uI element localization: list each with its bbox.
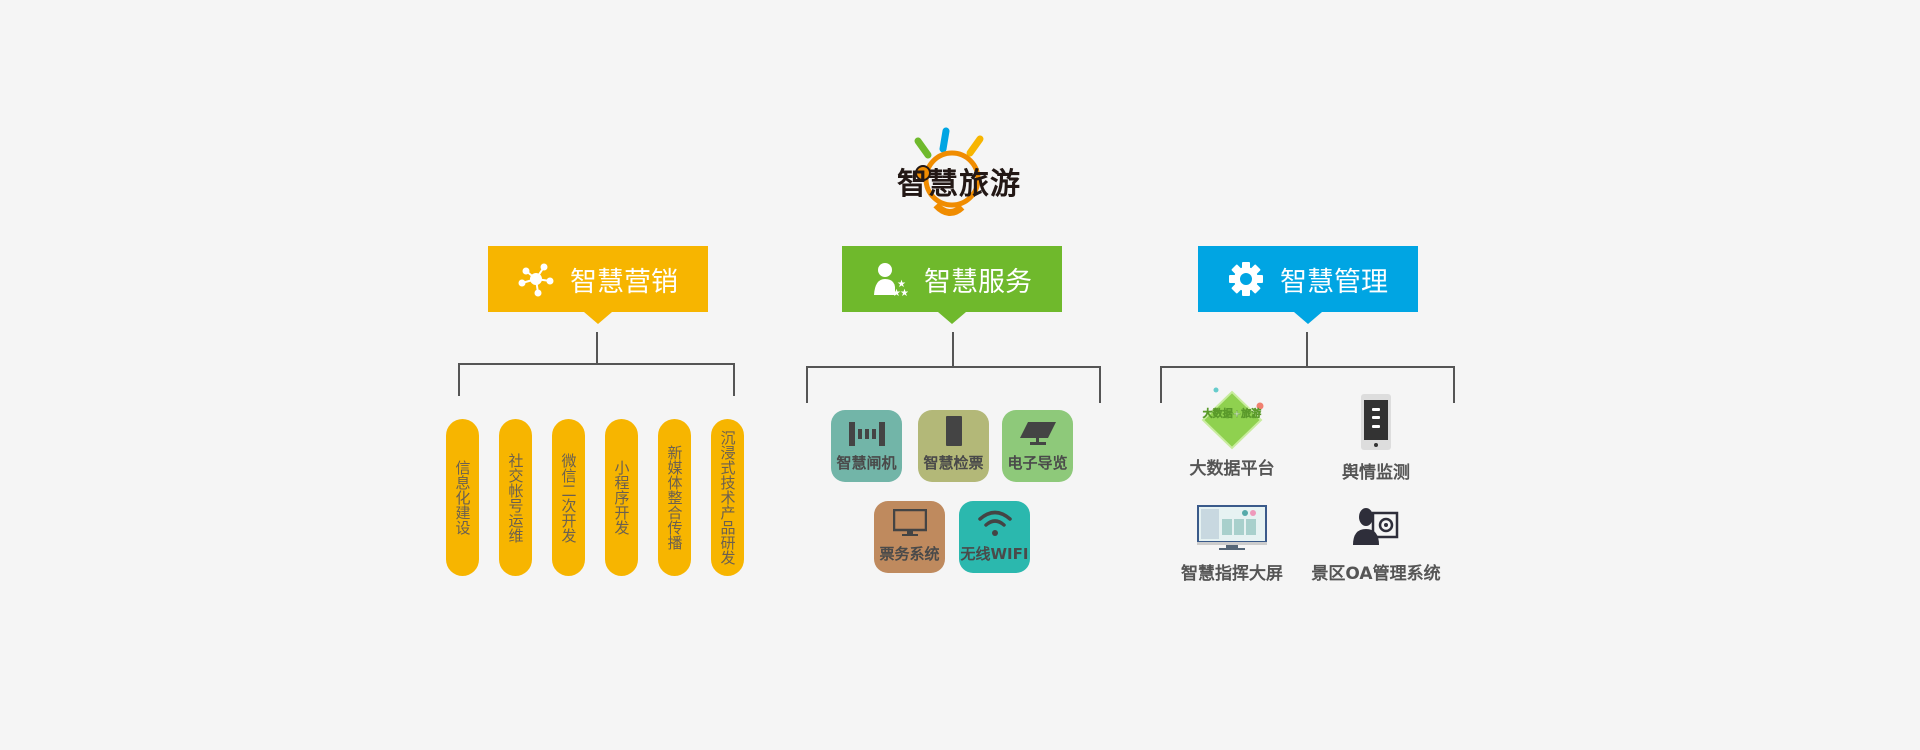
category-header-management: 智慧管理 bbox=[1198, 246, 1418, 324]
connector bbox=[1160, 366, 1162, 403]
management-item-oa: 景区OA管理系统 bbox=[1296, 505, 1456, 584]
category-title: 智慧营销 bbox=[570, 266, 678, 298]
marketing-item: 社交帐号运维 bbox=[499, 419, 532, 576]
connector bbox=[458, 363, 460, 396]
svg-text:★: ★ bbox=[892, 288, 901, 297]
phone-icon bbox=[945, 416, 962, 446]
marketing-item: 沉浸式技术产品研发 bbox=[711, 419, 744, 576]
connector bbox=[458, 363, 735, 365]
management-label: 舆情监测 bbox=[1342, 463, 1410, 483]
connector bbox=[1160, 366, 1455, 368]
svg-text:★: ★ bbox=[897, 279, 906, 290]
management-item-sentiment: 舆情监测 bbox=[1296, 394, 1456, 483]
category-header-service: ★★★ 智慧服务 bbox=[842, 246, 1062, 324]
connector bbox=[596, 332, 598, 364]
logo-bulb-icon bbox=[914, 127, 984, 216]
service-label: 电子导览 bbox=[1007, 454, 1068, 472]
category-title: 智慧服务 bbox=[924, 266, 1032, 298]
user-stars-icon: ★★★ bbox=[874, 263, 908, 297]
gate-icon bbox=[848, 422, 885, 446]
management-label: 景区OA管理系统 bbox=[1311, 564, 1441, 584]
connector bbox=[733, 363, 735, 396]
connector bbox=[806, 366, 1101, 368]
wifi-icon bbox=[977, 510, 1012, 536]
svg-text:★: ★ bbox=[900, 288, 908, 297]
smartphone-icon bbox=[1361, 394, 1391, 450]
connector bbox=[952, 332, 954, 367]
management-label: 智慧指挥大屏 bbox=[1181, 564, 1283, 584]
category-title: 智慧管理 bbox=[1280, 266, 1388, 298]
logo-text: 智慧旅游 bbox=[897, 167, 1021, 202]
marketing-item: 微信二次开发 bbox=[552, 419, 585, 576]
marketing-item: 新媒体整合传播 bbox=[658, 419, 691, 576]
service-tile-ticket-check: 智慧检票 bbox=[918, 410, 989, 482]
category-header-marketing: 智慧营销 bbox=[488, 246, 708, 324]
marketing-item: 小程序开发 bbox=[605, 419, 638, 576]
service-label: 智慧闸机 bbox=[836, 454, 897, 472]
marketing-item: 信息化建设 bbox=[446, 419, 479, 576]
connector bbox=[806, 366, 808, 403]
service-tile-guide: 电子导览 bbox=[1002, 410, 1073, 482]
big-data-icon: 大数据+旅游 bbox=[1201, 387, 1264, 450]
service-tile-gate: 智慧闸机 bbox=[831, 410, 902, 482]
management-item-command-screen: 智慧指挥大屏 bbox=[1152, 505, 1312, 584]
dashboard-monitor-icon bbox=[1197, 505, 1267, 550]
service-label: 票务系统 bbox=[879, 545, 940, 563]
admin-user-icon bbox=[1353, 508, 1399, 545]
service-label: 智慧检票 bbox=[923, 454, 984, 472]
screen-icon bbox=[1019, 422, 1056, 445]
monitor-icon bbox=[892, 509, 927, 536]
service-tile-wifi: 无线WIFI bbox=[959, 501, 1030, 573]
gear-icon bbox=[1229, 262, 1263, 296]
service-label: 无线WIFI bbox=[960, 545, 1029, 563]
service-tile-ticketing: 票务系统 bbox=[874, 501, 945, 573]
connector bbox=[1306, 332, 1308, 367]
management-item-big-data: 大数据+旅游 大数据平台 bbox=[1152, 386, 1312, 479]
logo: 智慧旅游 bbox=[894, 127, 1024, 219]
connector bbox=[1453, 366, 1455, 403]
management-label: 大数据平台 bbox=[1189, 459, 1275, 479]
network-icon bbox=[518, 263, 554, 297]
big-data-badge: 大数据+旅游 bbox=[1203, 407, 1261, 420]
connector bbox=[1099, 366, 1101, 403]
